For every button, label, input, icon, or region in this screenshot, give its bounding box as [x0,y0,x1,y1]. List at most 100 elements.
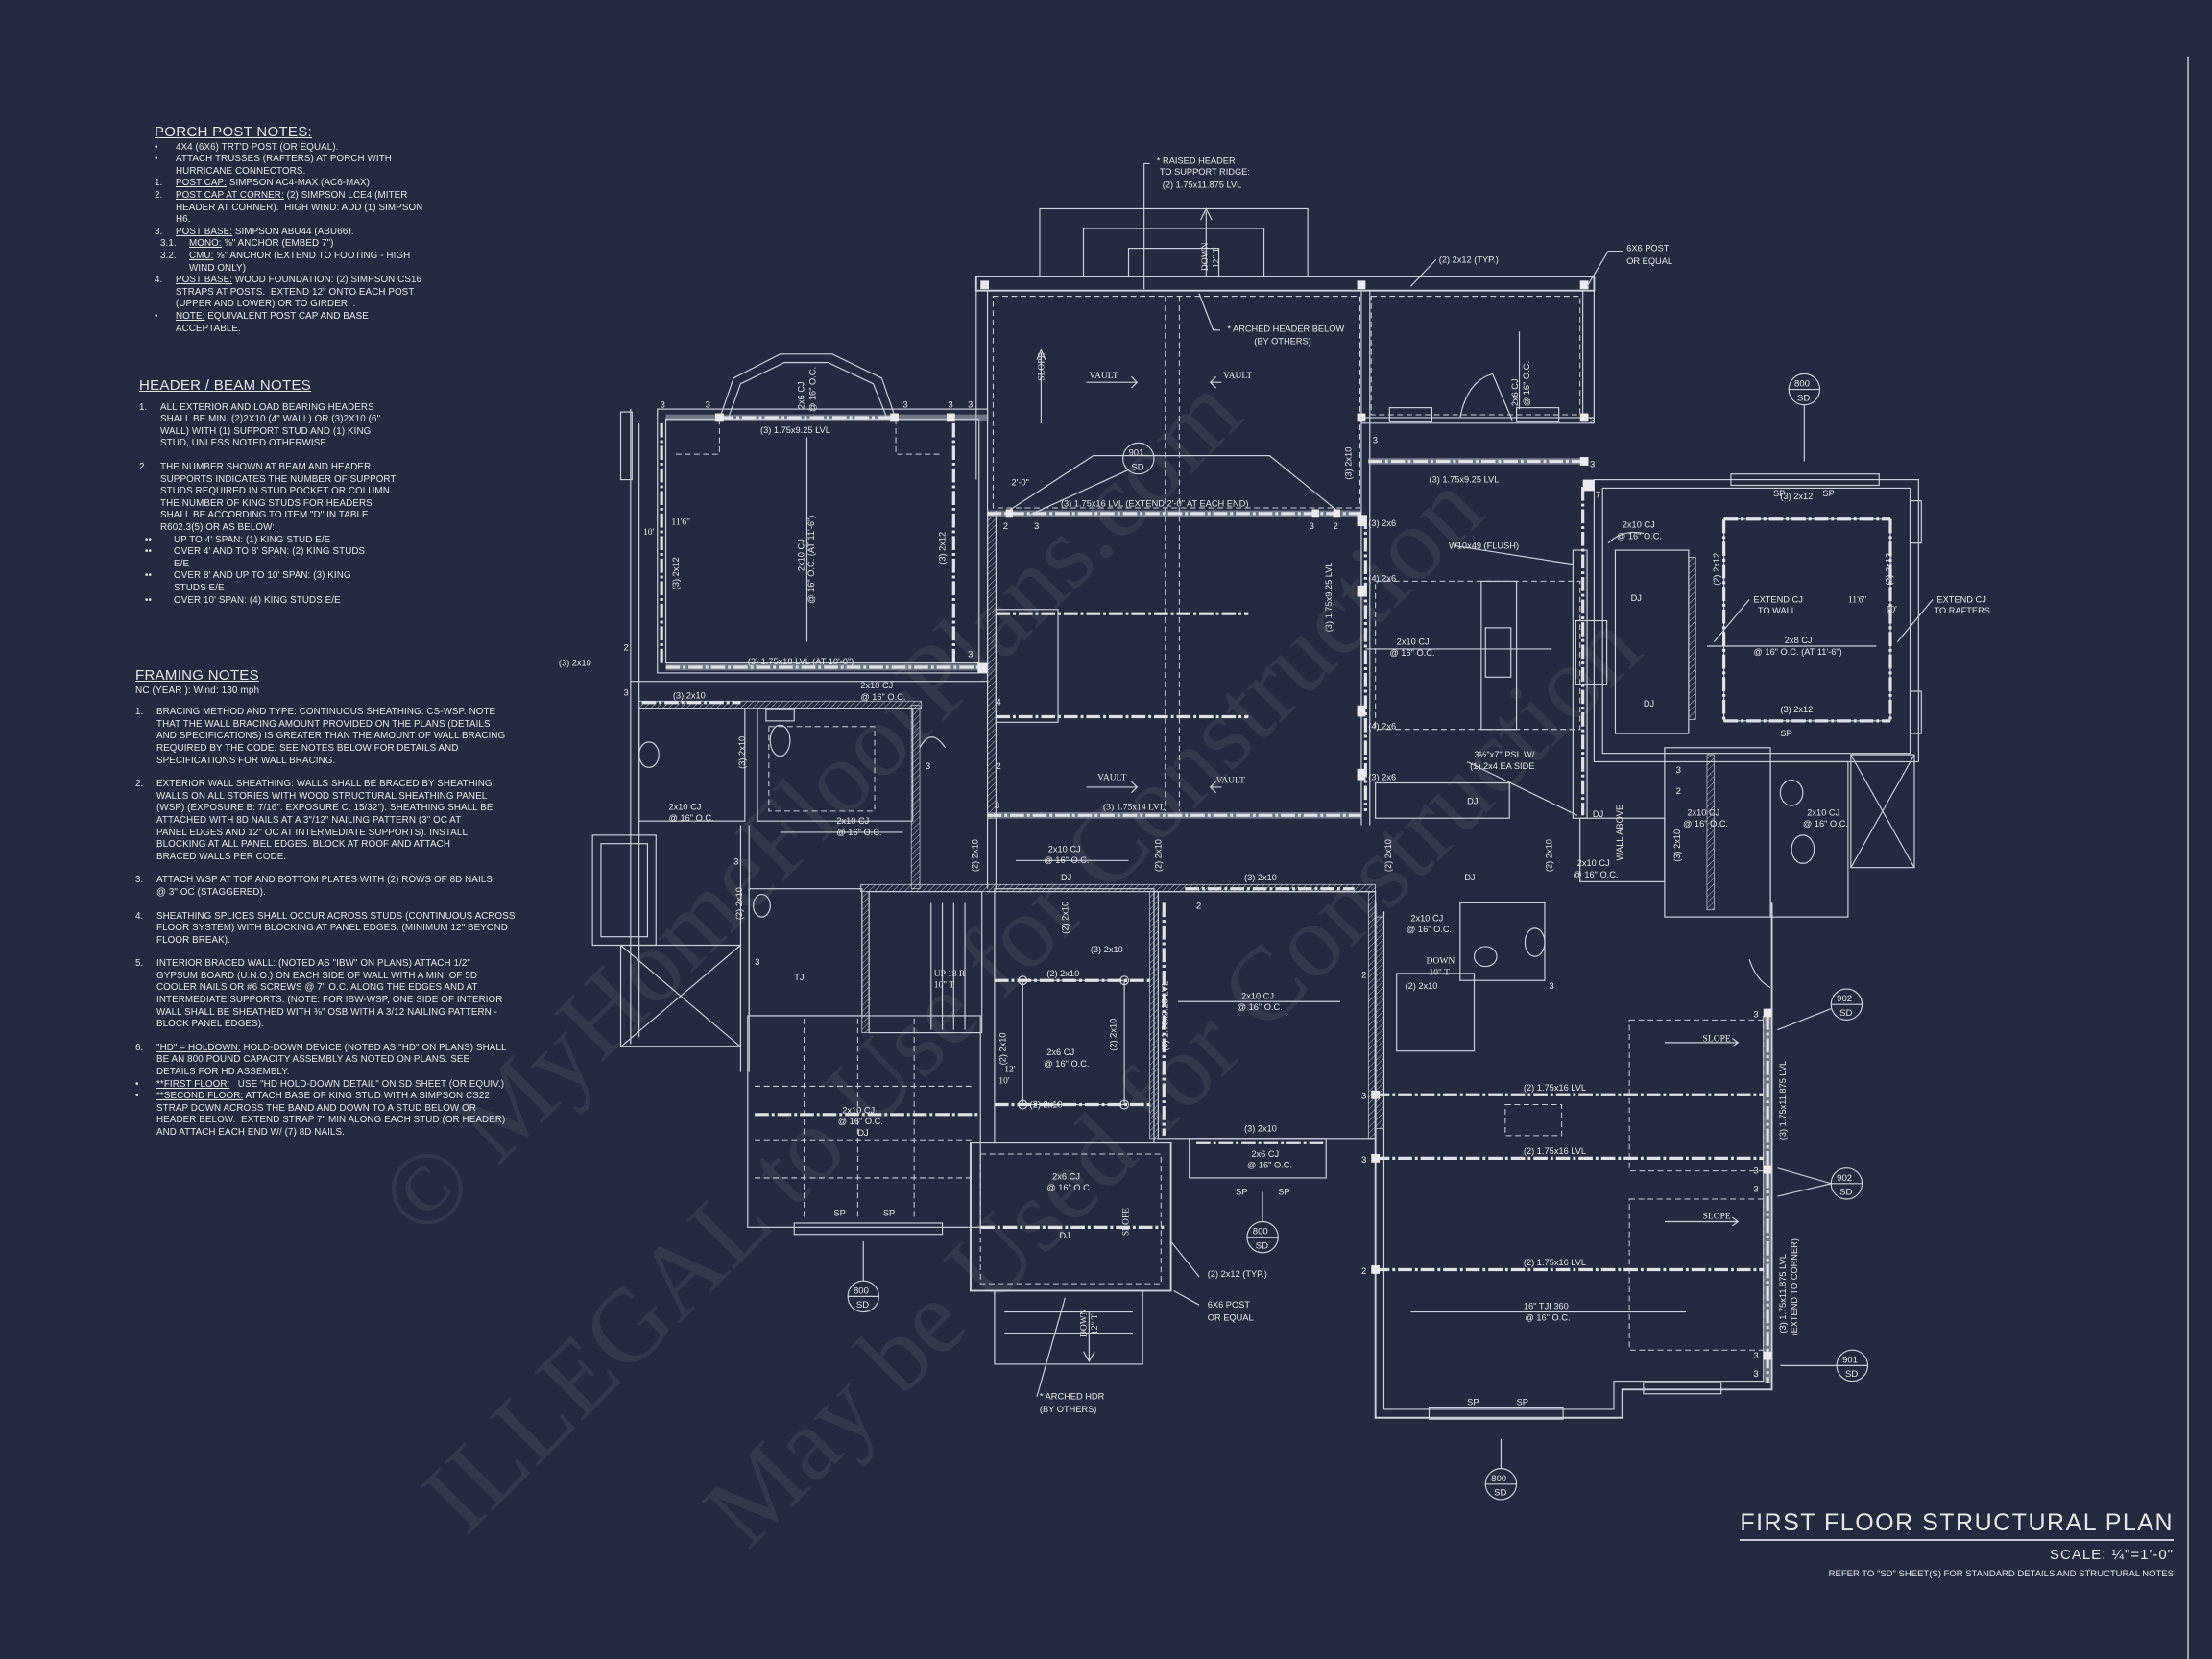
note-line: H6. [176,214,191,226]
svg-text:@ 16" O.C.: @ 16" O.C. [1044,1059,1089,1069]
svg-text:(2) 2x10: (2) 2x10 [998,1032,1008,1065]
note-label: "HD" = HOLDOWN: [156,1042,241,1053]
svg-text:3: 3 [755,957,759,968]
svg-text:2: 2 [1361,1266,1366,1277]
svg-text:EXTEND CJ: EXTEND CJ [1753,594,1802,604]
svg-text:(EXTEND TO CORNER): (EXTEND TO CORNER) [1790,1238,1799,1335]
svg-text:SD: SD [1256,1240,1268,1251]
note-item: 1.BRACING METHOD AND TYPE: CONTINUOUS SH… [135,707,539,767]
note-marker: 2. [135,779,144,790]
svg-text:* ARCHED HEADER BELOW: * ARCHED HEADER BELOW [1227,324,1344,333]
svg-text:(2) 1.75x16 LVL: (2) 1.75x16 LVL [1524,1258,1586,1267]
note-item: •4X4 (6x6) TRT'D POST (OR EQUAL). [155,142,443,155]
note-line: WALL SHALL BE SHEATHED WITH ⅜" OSB WITH … [156,1006,498,1018]
framing-notes-wind: NC (YEAR ): Wind: 130 mph [135,685,260,696]
svg-text:3: 3 [706,400,710,411]
note-marker: • [155,154,158,165]
svg-text:800: 800 [1253,1227,1268,1238]
svg-text:11'6": 11'6" [671,517,690,528]
svg-text:2x6 CJ: 2x6 CJ [1052,1171,1080,1181]
note-line: 4X4 (6x6) TRT'D POST (OR EQUAL). [176,141,339,153]
svg-text:(3) 2x10: (3) 2x10 [1091,945,1123,954]
svg-text:2x10 CJ: 2x10 CJ [1241,991,1274,1000]
svg-text:3: 3 [733,857,738,868]
svg-text:@ 16" O.C.: @ 16" O.C. [838,1117,883,1126]
svg-text:DJ: DJ [1464,873,1475,882]
svg-text:12" T: 12" T [1090,1313,1100,1334]
svg-text:VAULT: VAULT [1089,371,1118,381]
note-marker: 2. [155,189,163,201]
note-line: WALLS ON ALL STORIES WITH WOOD STRUCTURA… [156,790,488,802]
svg-text:@ 16" O.C.: @ 16" O.C. [1522,361,1531,406]
note-label: POST CAP: [176,178,227,189]
sheet-title: FIRST FLOOR STRUCTURAL PLAN [1740,1509,2174,1541]
svg-text:800: 800 [1491,1474,1506,1484]
svg-text:SLOPE: SLOPE [1121,1208,1132,1236]
note-line: GYPSUM BOARD (U.N.O.) ON EACH SIDE OF WA… [156,970,478,981]
svg-text:3: 3 [661,400,665,411]
note-marker: • [155,310,158,322]
svg-text:VAULT: VAULT [1223,371,1252,381]
svg-text:(2) 2x10: (2) 2x10 [1030,1099,1063,1109]
svg-text:(2) 1.75x16 LVL: (2) 1.75x16 LVL [1524,1083,1586,1093]
svg-text:(2) 2x10: (2) 2x10 [1406,981,1438,991]
title-block: FIRST FLOOR STRUCTURAL PLAN SCALE: ¼"=1'… [1740,1509,2174,1579]
note-line: COOLER NAILS OR #6 SCREWS @ 7" O.C. ALON… [156,982,478,994]
svg-text:OR EQUAL: OR EQUAL [1208,1312,1254,1322]
svg-text:2: 2 [1334,521,1338,532]
note-label: POST BASE: [176,275,233,286]
note-line: HURRICANE CONNECTORS. [176,165,306,177]
svg-text:2: 2 [996,761,1000,772]
note-line: (UPPER AND LOWER) OR TO GIRDER. . [176,299,356,310]
note-line: ATTACHED WITH 8d NAILS AT A 3"/12" NAILI… [156,814,462,826]
svg-text:2x10 CJ: 2x10 CJ [797,539,806,571]
svg-text:SP: SP [1278,1188,1289,1197]
note-line: POST CAP AT CORNER: (2) SIMPSON LCE4 (MI… [176,189,408,201]
note-line: AND SPECIFICATIONS) IS GREATER THAN THE … [156,731,506,742]
note-marker: 1. [139,401,148,413]
svg-text:3: 3 [1361,1092,1366,1102]
header-notes-title: HEADER / BEAM NOTES [139,377,312,394]
svg-text:SP: SP [833,1209,845,1218]
svg-text:2: 2 [1196,901,1201,911]
svg-text:UP 18 R: UP 18 R [934,969,966,979]
svg-text:3: 3 [1361,1155,1366,1166]
svg-text:(2) 2x12: (2) 2x12 [1884,553,1893,586]
note-line: POST BASE: WOOD FOUNDATION: (2) SIMPSON … [176,275,422,286]
svg-text:(2) 2x10: (2) 2x10 [1046,969,1079,978]
svg-text:@ 16" O.C.: @ 16" O.C. [836,828,881,837]
svg-text:3: 3 [1753,1185,1758,1195]
note-item: 4.SHEATHING SPLICES SHALL OCCUR ACROSS S… [135,911,539,948]
svg-text:10" T: 10" T [934,980,955,991]
svg-text:DJ: DJ [1593,809,1603,819]
note-line: STRAP DOWN ACROSS THE BAND AND DOWN TO A… [156,1102,476,1114]
note-item: ••UP TO 4' SPAN: (1) KING STUD E/E [139,535,427,547]
note-item: ••OVER 4' AND TO 8' SPAN: (2) KING STUDS… [139,546,427,570]
raised-header-note: * RAISED HEADER [1157,156,1236,165]
svg-text:(3) 2x12: (3) 2x12 [937,532,947,565]
svg-text:3: 3 [948,400,952,411]
note-line: DETAILS FOR HD ASSEMBLY. [156,1067,290,1078]
note-line: ALL EXTERIOR AND LOAD BEARING HEADERS [160,401,374,413]
note-marker: 3.1. [160,238,177,250]
svg-text:OR EQUAL: OR EQUAL [1626,256,1672,266]
svg-text:12" T: 12" T [1212,248,1222,269]
svg-text:(3) 2x10: (3) 2x10 [673,690,706,700]
note-line: @ 3" OC (STAGGERED). [156,886,266,898]
svg-text:(3) 2x6: (3) 2x6 [1368,773,1396,782]
note-item: 3.ATTACH WSP AT TOP AND BOTTOM PLATES WI… [135,875,539,899]
svg-text:2x6 CJ: 2x6 CJ [1251,1149,1279,1159]
svg-text:3: 3 [968,400,973,411]
svg-text:TO SUPPORT RIDGE:: TO SUPPORT RIDGE: [1160,167,1250,177]
svg-text:3: 3 [926,761,930,772]
svg-text:SP: SP [883,1209,895,1218]
note-marker: 6. [135,1042,144,1053]
note-marker: 1. [155,178,163,189]
svg-text:(3) 2x10: (3) 2x10 [1244,873,1277,882]
